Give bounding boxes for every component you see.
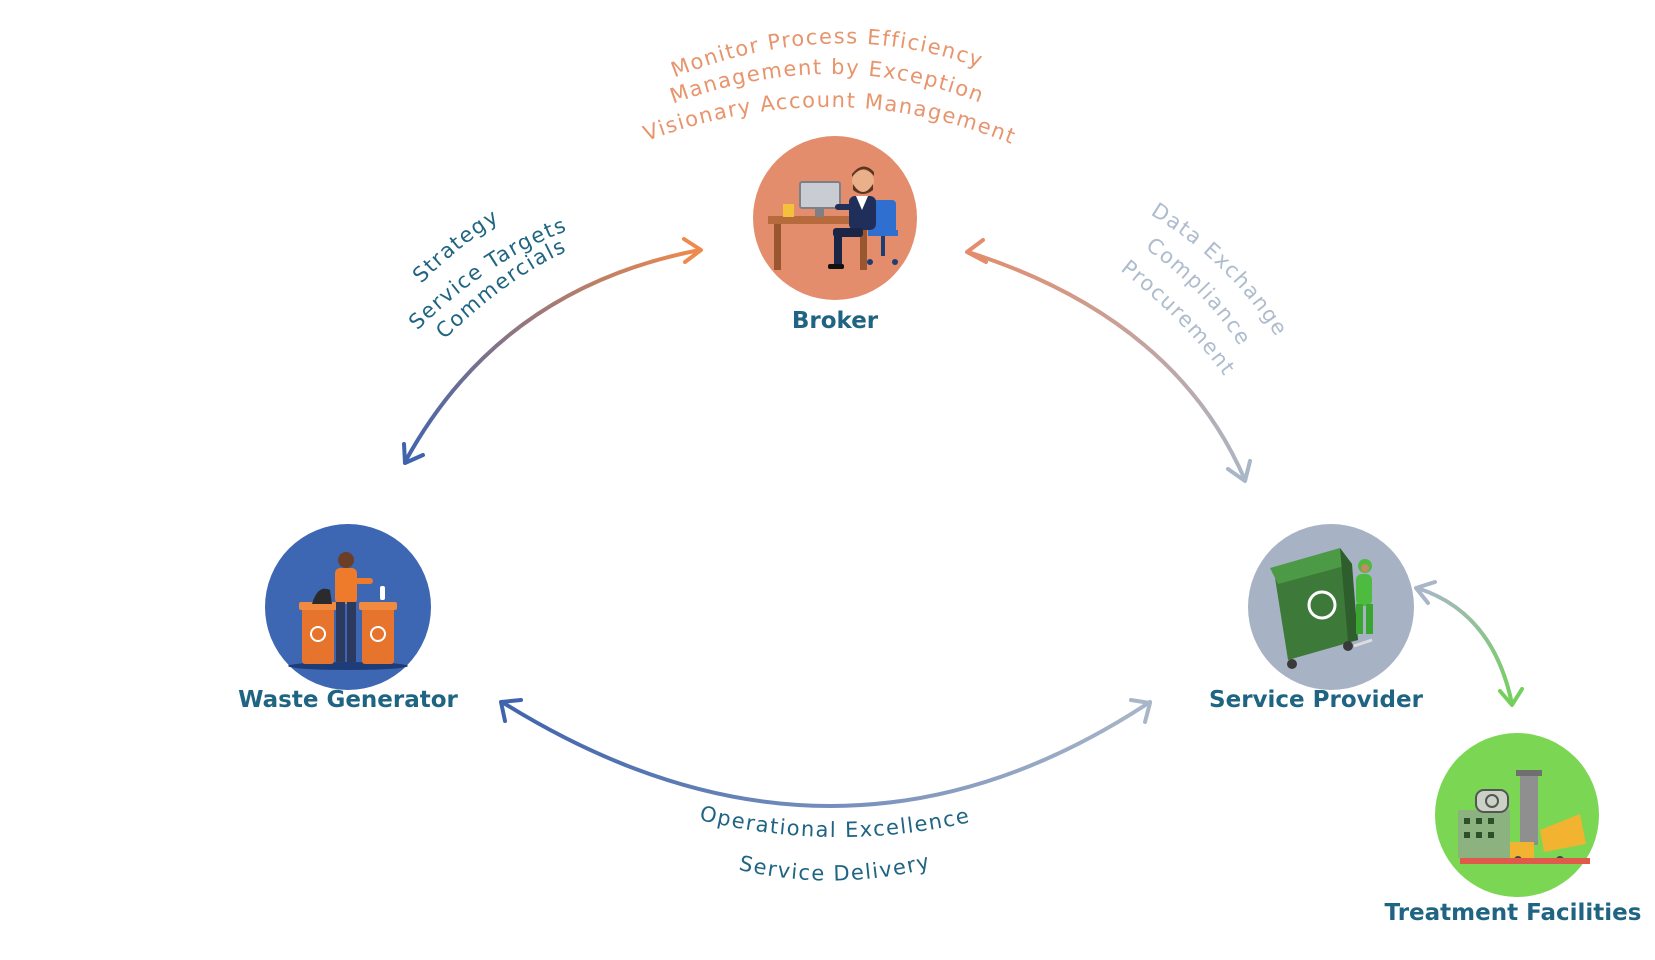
dumpster-worker-icon — [1270, 548, 1373, 669]
arrow-broker-provider — [965, 238, 1252, 483]
arrowhead-to-provider-bottom — [1129, 698, 1152, 724]
office-worker-icon — [768, 166, 898, 270]
arrow-generator-broker — [402, 237, 703, 465]
generator-provider-label-2: Service Delivery — [737, 849, 933, 885]
arrow-generator-provider — [499, 698, 1152, 808]
waste-generator-label: Waste Generator — [238, 687, 458, 713]
arrowhead-to-provider-green — [1414, 580, 1437, 605]
waste-generator-node — [265, 524, 431, 690]
arrowhead-to-broker — [682, 237, 703, 264]
person-recycling-icon — [288, 552, 408, 670]
treatment-facilities-node — [1435, 733, 1599, 897]
service-provider-label: Service Provider — [1209, 687, 1423, 713]
arrowhead-to-generator — [402, 442, 425, 465]
arrowhead-to-broker-right — [965, 238, 988, 264]
broker-label: Broker — [791, 308, 879, 334]
arrowhead-to-treatment — [1498, 687, 1524, 707]
service-provider-node — [1248, 524, 1414, 690]
arrowhead-to-generator-bottom — [499, 698, 523, 723]
treatment-plant-icon — [1458, 770, 1590, 864]
broker-node — [753, 136, 917, 300]
arrow-provider-treatment — [1414, 580, 1524, 707]
treatment-facilities-label: Treatment Facilities — [1384, 900, 1642, 926]
arrowhead-to-provider — [1226, 459, 1252, 483]
